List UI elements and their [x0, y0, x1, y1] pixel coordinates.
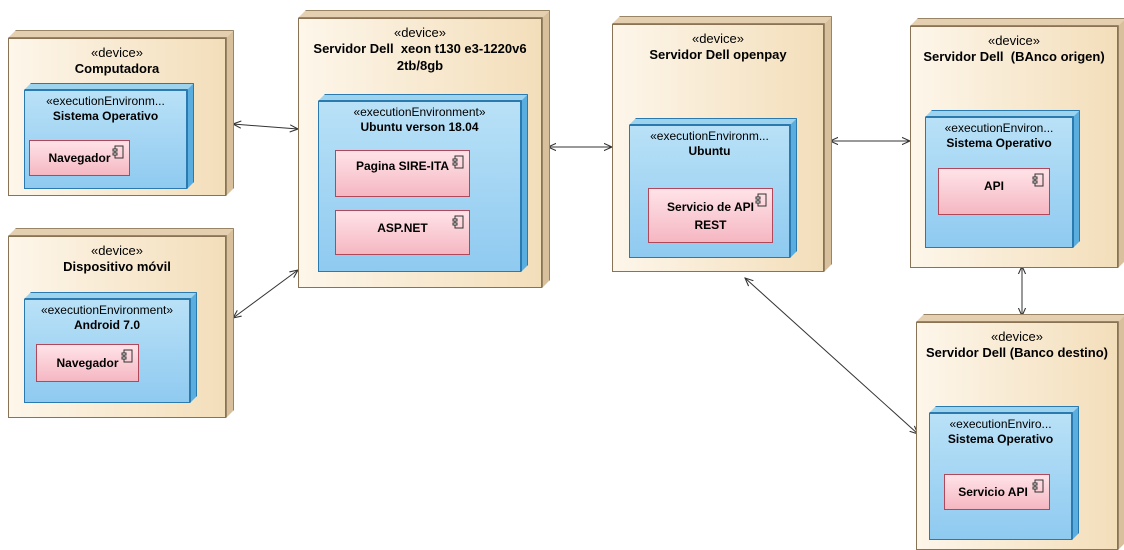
- connector-computadora-servidor-xeon: [233, 124, 298, 129]
- connector-dispositivo-servidor-xeon: [233, 270, 298, 318]
- component-pagina-sire-ita[interactable]: Pagina SIRE-ITA: [335, 150, 470, 197]
- connector-openpay-banco-destino: [745, 278, 918, 434]
- env-sistema-operativo-origen[interactable]: «executionEnviron... Sistema Operativo A…: [925, 110, 1080, 248]
- component-servicio-api[interactable]: Servicio API: [944, 474, 1050, 510]
- device-dispositivo-movil[interactable]: «device» Dispositivo móvil «executionEnv…: [8, 228, 234, 418]
- device-stereotype: «device»: [990, 329, 1044, 344]
- device-title: Dispositivo móvil: [63, 259, 171, 274]
- device-stereotype: «device»: [987, 33, 1041, 48]
- device-banco-origen[interactable]: «device» Servidor Dell (BAnco origen) «e…: [910, 18, 1124, 268]
- device-stereotype: «device»: [393, 25, 447, 40]
- component-icon: [452, 155, 464, 169]
- component-navegador[interactable]: Navegador: [29, 140, 130, 176]
- device-title-line1: Servidor Dell xeon t130 e3-1220v6: [313, 41, 527, 56]
- component-icon: [755, 193, 767, 207]
- device-stereotype: «device»: [90, 45, 144, 60]
- component-servicio-api-rest[interactable]: Servicio de API REST: [648, 188, 773, 243]
- device-stereotype: «device»: [691, 31, 745, 46]
- component-label: Servicio API: [958, 485, 1028, 499]
- component-icon: [452, 215, 464, 229]
- component-label: Pagina SIRE-ITA: [355, 159, 450, 173]
- component-label-line2: REST: [694, 218, 727, 232]
- component-navegador[interactable]: Navegador: [36, 344, 139, 382]
- env-title: Ubuntu verson 18.04: [360, 120, 479, 134]
- component-label: API: [983, 179, 1004, 193]
- component-icon: [112, 145, 124, 159]
- component-label: Navegador: [48, 151, 111, 165]
- env-stereotype: «executionEnvironm...: [650, 129, 769, 143]
- env-title: Sistema Operativo: [52, 109, 159, 123]
- env-ubuntu[interactable]: «executionEnvironm... Ubuntu Servicio de…: [629, 118, 797, 258]
- component-label: ASP.NET: [377, 221, 428, 235]
- env-stereotype: «executionEnvironment»: [353, 105, 486, 119]
- env-android[interactable]: «executionEnvironment» Android 7.0 Naveg…: [24, 292, 197, 403]
- env-title: Sistema Operativo: [947, 432, 1054, 446]
- device-computadora[interactable]: «device» Computadora «executionEnvironm.…: [8, 30, 234, 196]
- env-title: Ubuntu: [688, 144, 731, 158]
- env-stereotype: «executionEnviron...: [944, 121, 1054, 135]
- device-title-line2: 2tb/8gb: [396, 58, 444, 73]
- component-icon: [1032, 479, 1044, 493]
- device-servidor-openpay[interactable]: «device» Servidor Dell openpay «executio…: [612, 16, 832, 272]
- env-title: Sistema Operativo: [946, 136, 1052, 150]
- component-label: Navegador: [56, 356, 119, 370]
- env-stereotype: «executionEnvironm...: [46, 94, 165, 108]
- env-stereotype: «executionEnviro...: [949, 417, 1052, 431]
- env-title: Android 7.0: [73, 318, 140, 332]
- device-title: Servidor Dell (BAnco origen): [923, 49, 1105, 64]
- device-banco-destino[interactable]: «device» Servidor Dell (Banco destino) «…: [916, 314, 1124, 550]
- env-stereotype: «executionEnvironment»: [40, 303, 174, 317]
- component-label-line1: Servicio de API: [667, 200, 754, 214]
- device-title: Servidor Dell openpay: [649, 47, 787, 62]
- device-stereotype: «device»: [90, 243, 144, 258]
- component-api[interactable]: API: [938, 168, 1050, 215]
- env-sistema-operativo-destino[interactable]: «executionEnviro... Sistema Operativo Se…: [929, 406, 1079, 540]
- component-asp-net[interactable]: ASP.NET: [335, 210, 470, 255]
- device-title: Servidor Dell (Banco destino): [925, 345, 1109, 360]
- component-icon: [121, 349, 133, 363]
- env-ubuntu-1804[interactable]: «executionEnvironment» Ubuntu verson 18.…: [318, 94, 528, 272]
- device-servidor-xeon[interactable]: «device» Servidor Dell xeon t130 e3-1220…: [298, 10, 550, 288]
- component-icon: [1032, 173, 1044, 187]
- env-sistema-operativo-computadora[interactable]: «executionEnvironm... Sistema Operativo …: [24, 83, 194, 189]
- device-title: Computadora: [74, 61, 160, 76]
